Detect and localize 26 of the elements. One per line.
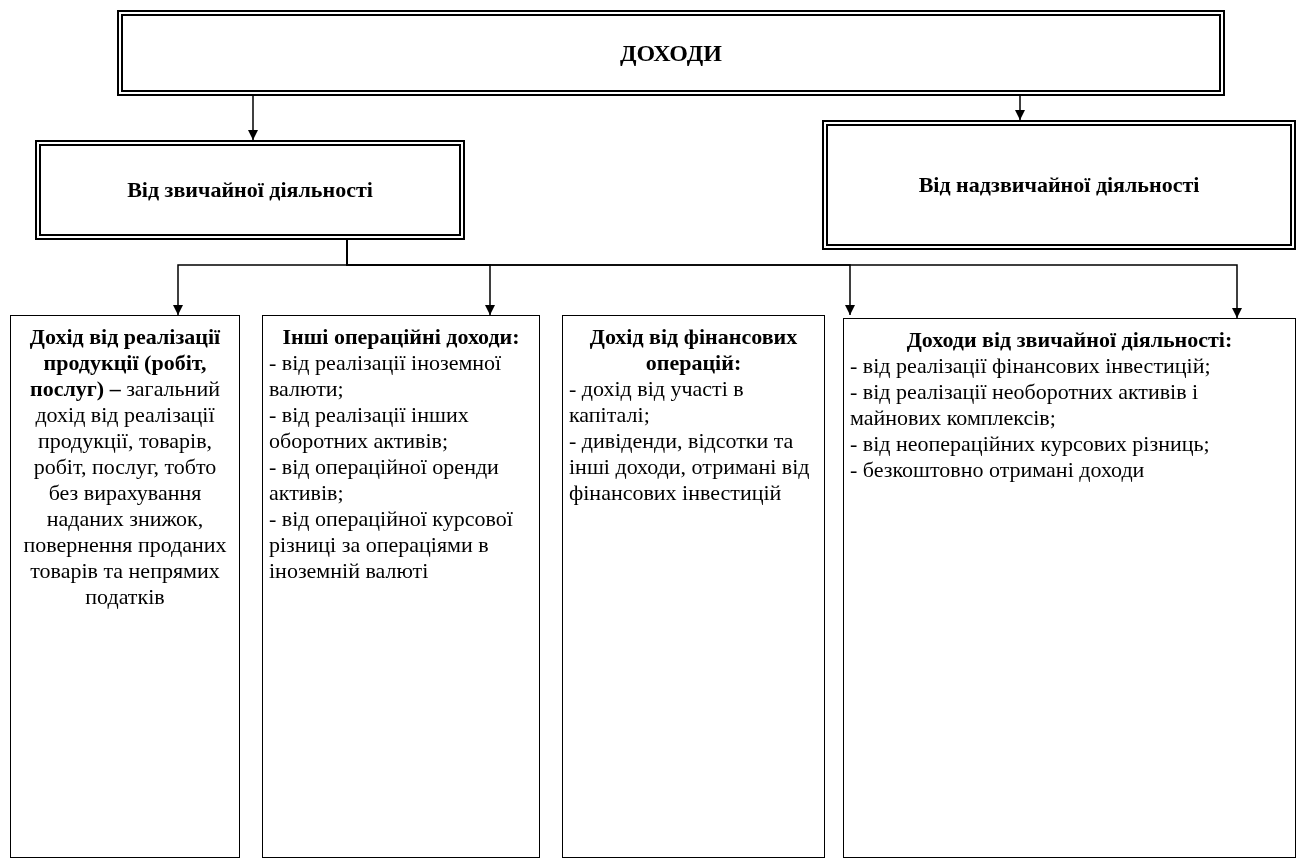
list-item: - від неопераційних курсових різниць; [850,430,1211,457]
arrow [1015,95,1025,121]
list-item: - від операційної курсової різниці за операціями в іноземній валюті [269,505,514,584]
box-title: Від звичайної діяльності [126,177,374,203]
category-box [117,10,1225,96]
list-item: - дохід від участі в капіталі; [569,375,745,428]
list-item: - від реалізації іноземної валюти; [269,349,503,402]
description-text: Дохід від реалізації продукції (робіт, послуг) – загальний дохід від реалізації продукції, товарів, робіт, послуг, тобто без вирахування наданих знижок, повернення проданих товарів та непрямих податків [22,324,228,610]
info-box [10,315,240,858]
box-title: ДОХОДИ [618,38,724,68]
box-heading: Інші операційні доходи: [281,324,521,350]
list-item: - від реалізації фінансових інвестицій; [850,352,1212,379]
list-item: - від реалізації інших оборотних активів; [269,401,470,454]
info-box [262,315,540,858]
list-item: - безкоштовно отримані доходи [850,456,1146,483]
category-box [822,120,1296,250]
box-title: Від надзвичайної діяльності [917,172,1201,198]
list-item: - від операційної оренди активів; [269,453,500,506]
box-heading: Дохід від фінансових операцій: [588,324,799,376]
arrow [248,95,258,141]
category-box [35,140,465,240]
list-item: - дивіденди, відсотки та інші доходи, отримані від фінансових інвестицій [569,427,811,506]
list-item: - від реалізації необоротних активів і майнових комплексів; [850,378,1200,431]
info-box [843,318,1296,858]
box-heading: Доходи від звичайної діяльності: [905,327,1234,353]
info-box [562,315,825,858]
